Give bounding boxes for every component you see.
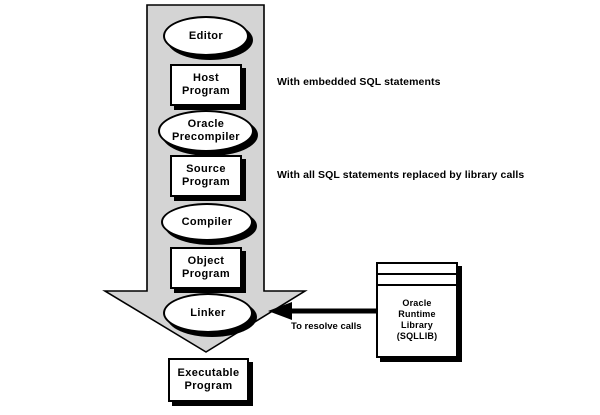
- resolve-calls-arrow: [268, 302, 376, 320]
- annotation-library-calls: With all SQL statements replaced by libr…: [277, 169, 525, 181]
- flow-node-host-program[interactable]: Host Program: [170, 64, 242, 106]
- flow-node-editor-label: Editor: [188, 29, 224, 42]
- flow-node-host-program-label-line1: Host: [192, 72, 220, 85]
- flow-node-executable-program-label-line1: Executable: [177, 367, 240, 380]
- flow-node-editor[interactable]: Editor: [163, 16, 249, 56]
- flow-node-source-program-label-line2: Program: [181, 176, 231, 188]
- flow-node-executable-program-label-line2: Program: [184, 380, 233, 392]
- flow-node-object-program[interactable]: Object Program: [170, 247, 242, 289]
- flow-node-oracle-precompiler-label-line1: Oracle: [187, 118, 225, 131]
- library-rule-top: [378, 273, 456, 275]
- flow-node-oracle-precompiler[interactable]: Oracle Precompiler: [158, 110, 254, 152]
- flow-node-object-program-label-line1: Object: [187, 255, 225, 268]
- library-label: Oracle Runtime Library (SQLLIB): [378, 298, 456, 342]
- flow-node-oracle-precompiler-label-line2: Precompiler: [172, 131, 240, 143]
- flow-node-compiler[interactable]: Compiler: [161, 203, 253, 241]
- annotation-resolve-calls: To resolve calls: [291, 321, 362, 332]
- library-label-line4: (SQLLIB): [396, 330, 438, 341]
- library-label-line2: Runtime: [398, 308, 436, 319]
- oracle-runtime-library[interactable]: Oracle Runtime Library (SQLLIB): [376, 262, 458, 358]
- flow-node-source-program[interactable]: Source Program: [170, 155, 242, 197]
- library-rule-second: [378, 284, 456, 286]
- flow-node-object-program-label-line2: Program: [181, 268, 231, 280]
- flow-node-compiler-label: Compiler: [181, 215, 233, 228]
- flow-node-executable-program[interactable]: Executable Program: [168, 358, 249, 402]
- library-label-line3: Library: [401, 319, 433, 330]
- flow-node-host-program-label-line2: Program: [181, 85, 231, 97]
- flow-node-linker-label: Linker: [190, 306, 226, 319]
- annotation-embedded-sql: With embedded SQL statements: [277, 76, 441, 88]
- flow-node-source-program-label-line1: Source: [186, 163, 226, 176]
- flow-node-linker[interactable]: Linker: [163, 293, 253, 333]
- library-label-line1: Oracle: [402, 298, 432, 308]
